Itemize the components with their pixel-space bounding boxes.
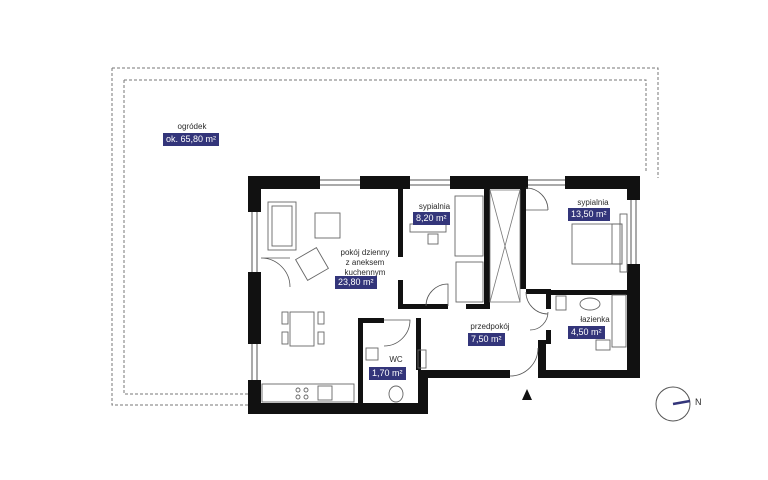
wc-name: WC bbox=[389, 355, 403, 364]
bathroom-area-badge: 4,50 m² bbox=[568, 326, 605, 339]
bedroom2-name: sypialnia bbox=[577, 198, 609, 207]
interior-walls bbox=[358, 189, 628, 403]
furniture bbox=[261, 195, 628, 403]
living-name-line-1: pokój dzienny bbox=[340, 248, 390, 257]
compass-needle bbox=[672, 399, 691, 406]
garden-name: ogródek bbox=[177, 122, 207, 131]
wardrobe bbox=[489, 189, 521, 303]
hall-area-badge: 7,50 m² bbox=[468, 333, 505, 346]
bathroom-name: łazienka bbox=[580, 315, 610, 324]
entrance-arrow bbox=[522, 389, 532, 400]
doors bbox=[260, 187, 549, 377]
windows bbox=[251, 179, 637, 380]
outer-walls bbox=[248, 176, 640, 414]
compass-ring bbox=[655, 386, 691, 422]
garden-hedge bbox=[111, 67, 659, 406]
living-area-badge: 23,80 m² bbox=[335, 276, 377, 289]
bedroom1-area-badge: 8,20 m² bbox=[413, 212, 450, 225]
wc-area-badge: 1,70 m² bbox=[369, 367, 406, 380]
compass-north-label: N bbox=[695, 397, 702, 407]
bedroom1-name: sypialnia bbox=[418, 202, 451, 211]
bedroom2-area-badge: 13,50 m² bbox=[568, 208, 610, 221]
compass bbox=[655, 386, 691, 422]
living-name-line-2: z aneksem bbox=[345, 258, 385, 267]
hall-name: przedpokój bbox=[470, 322, 510, 331]
living-room-label: pokój dzienny z aneksem kuchennym bbox=[330, 248, 400, 278]
living-name-line-3: kuchennym bbox=[344, 268, 386, 277]
garden-area-badge: ok. 65,80 m² bbox=[163, 133, 220, 146]
